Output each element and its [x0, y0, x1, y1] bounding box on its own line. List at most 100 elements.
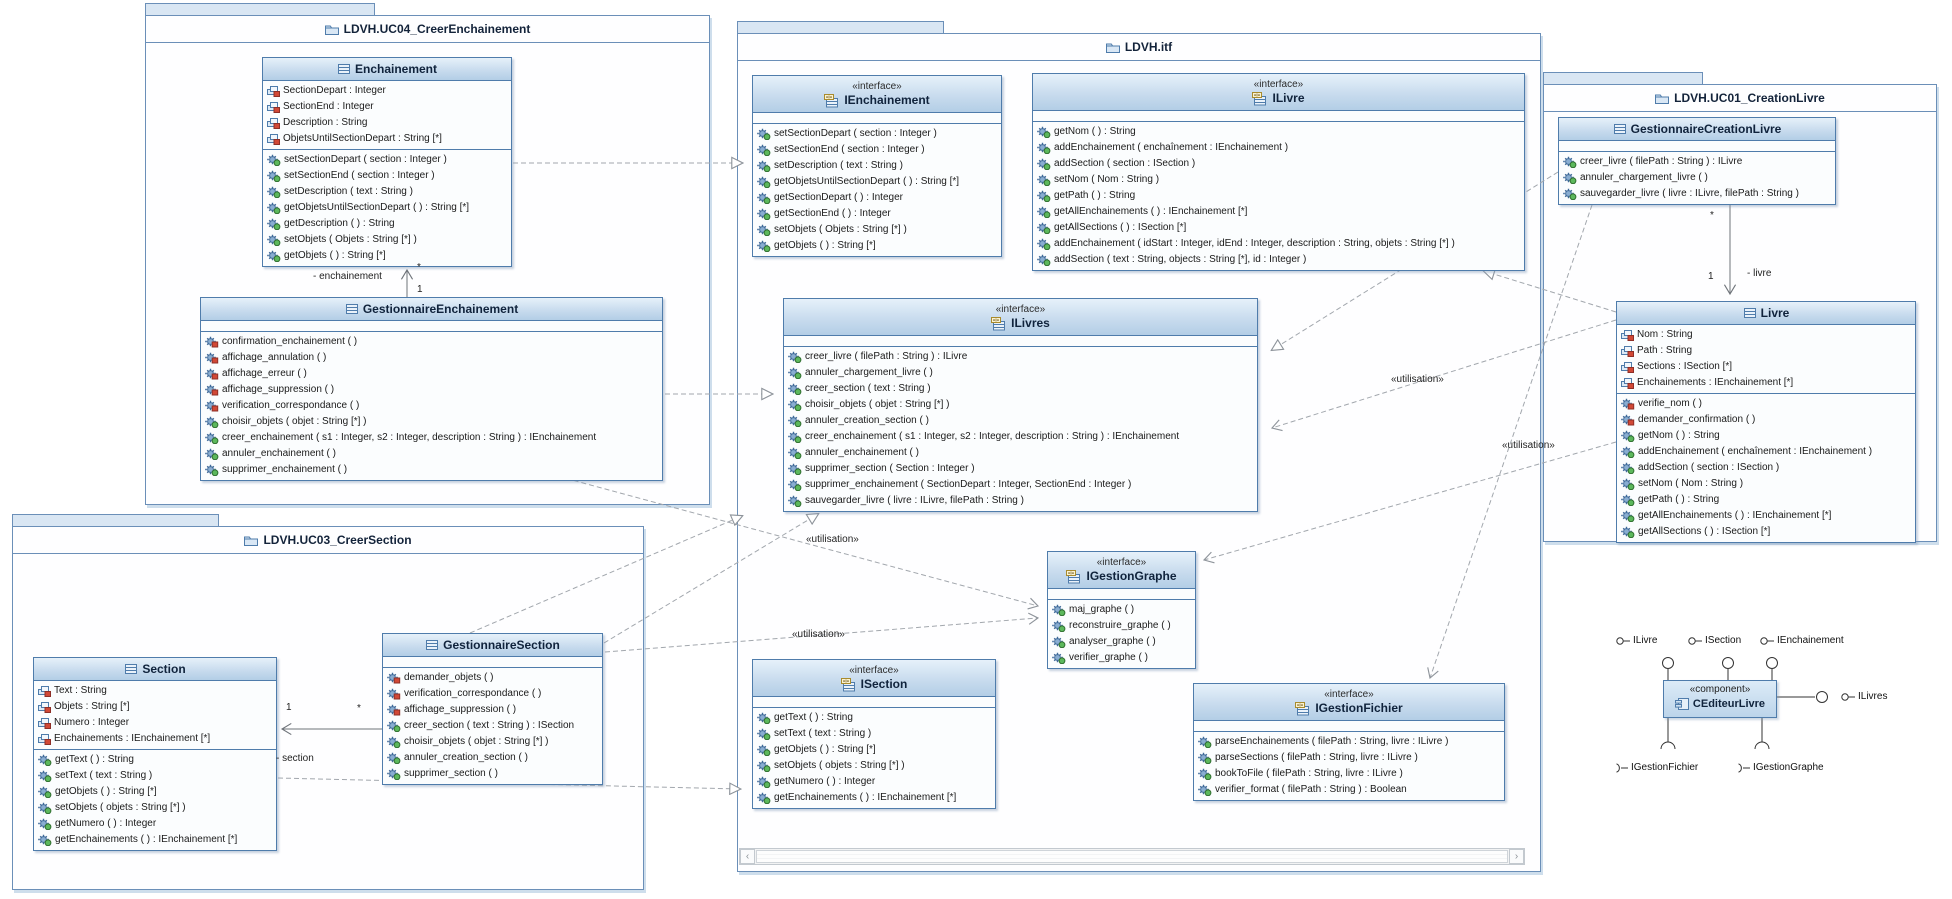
- interface-isection[interactable]: «interface»«I»ISection getText ( ) : Stri…: [752, 659, 996, 809]
- classifier-header[interactable]: «interface»«I»ILivre: [1033, 74, 1524, 110]
- method-row[interactable]: getAllEnchainements ( ) : IEnchainement …: [1617, 508, 1915, 524]
- scroll-thumb[interactable]: [756, 850, 1508, 863]
- method-row[interactable]: getPath ( ) : String: [1617, 492, 1915, 508]
- method-row[interactable]: setDescription ( text : String ): [753, 158, 1001, 174]
- method-row[interactable]: demander_confirmation ( ): [1617, 412, 1915, 428]
- attribute-row[interactable]: ObjetsUntilSectionDepart : String [*]: [263, 131, 511, 147]
- method-row[interactable]: annuler_chargement_livre ( ): [1559, 170, 1835, 186]
- method-row[interactable]: getEnchainements ( ) : IEnchainement [*]: [753, 790, 995, 806]
- method-row[interactable]: affichage_suppression ( ): [201, 382, 662, 398]
- livre-realizes-ilivre[interactable]: [1484, 271, 1617, 313]
- gestionnaire-section-uses-igestiongraphe[interactable]: [604, 612, 1040, 653]
- attribute-row[interactable]: Nom : String: [1617, 327, 1915, 343]
- gestionnaire-section-realizes-ilivres-b[interactable]: [603, 514, 818, 644]
- method-row[interactable]: getSectionDepart ( ) : Integer: [753, 190, 1001, 206]
- section-realizes-isection[interactable]: [277, 777, 740, 789]
- method-row[interactable]: setSectionEnd ( section : Integer ): [263, 168, 511, 184]
- method-row[interactable]: addSection ( text : String, objects : St…: [1033, 252, 1524, 268]
- classifier-header[interactable]: «interface»«I»IGestionGraphe: [1048, 552, 1195, 588]
- classifier-header[interactable]: «interface»«I»ISection: [753, 660, 995, 696]
- method-row[interactable]: setObjets ( objets : String [*] ): [34, 800, 276, 816]
- component-cediteurlivre[interactable]: «component»CEditeurLivre: [1663, 680, 1777, 718]
- method-row[interactable]: addEnchainement ( enchaînement : IEnchai…: [1617, 444, 1915, 460]
- method-row[interactable]: choisir_objets ( objet : String [*] ): [383, 734, 602, 750]
- package-tab-ldvh-itf[interactable]: [737, 21, 944, 33]
- package-tab-ldvh-uc04-creerenchainement[interactable]: [145, 3, 375, 15]
- method-row[interactable]: addEnchainement ( enchaînement : IEnchai…: [1033, 140, 1524, 156]
- required-interface-port[interactable]: [1754, 741, 1770, 750]
- method-row[interactable]: getObjets ( ) : String [*]: [263, 248, 511, 264]
- classifier-header[interactable]: «interface»«I»IGestionFichier: [1194, 684, 1504, 720]
- package-titlebar[interactable]: LDVH.UC03_CreerSection: [13, 527, 643, 554]
- required-interface-port[interactable]: [1660, 741, 1676, 750]
- livre-uses-igestiongraphe[interactable]: [1202, 441, 1617, 564]
- method-row[interactable]: bookToFile ( filePath : String, livre : …: [1194, 766, 1504, 782]
- method-row[interactable]: creer_livre ( filePath : String ) : ILiv…: [1559, 154, 1835, 170]
- method-row[interactable]: supprimer_section ( Section : Integer ): [784, 461, 1257, 477]
- attribute-row[interactable]: Path : String: [1617, 343, 1915, 359]
- method-row[interactable]: getText ( ) : String: [753, 710, 995, 726]
- method-row[interactable]: getSectionEnd ( ) : Integer: [753, 206, 1001, 222]
- attribute-row[interactable]: Sections : ISection [*]: [1617, 359, 1915, 375]
- package-tab-ldvh-uc01-creationlivre[interactable]: [1543, 72, 1703, 84]
- provided-interface-port[interactable]: [1722, 657, 1734, 669]
- method-row[interactable]: setNom ( Nom : String ): [1617, 476, 1915, 492]
- method-row[interactable]: annuler_creation_section ( ): [784, 413, 1257, 429]
- method-row[interactable]: analyser_graphe ( ): [1048, 634, 1195, 650]
- method-row[interactable]: setSectionDepart ( section : Integer ): [263, 152, 511, 168]
- method-row[interactable]: annuler_creation_section ( ): [383, 750, 602, 766]
- method-row[interactable]: getObjets ( ) : String [*]: [753, 742, 995, 758]
- attribute-row[interactable]: SectionDepart : Integer: [263, 83, 511, 99]
- attribute-row[interactable]: Numero : Integer: [34, 715, 276, 731]
- method-row[interactable]: verifier_format ( filePath : String ) : …: [1194, 782, 1504, 798]
- method-row[interactable]: setNom ( Nom : String ): [1033, 172, 1524, 188]
- method-row[interactable]: affichage_suppression ( ): [383, 702, 602, 718]
- package-titlebar[interactable]: LDVH.itf: [738, 34, 1540, 61]
- method-row[interactable]: parseEnchainements ( filePath : String, …: [1194, 734, 1504, 750]
- method-row[interactable]: supprimer_enchainement ( ): [201, 462, 662, 478]
- method-row[interactable]: getPath ( ) : String: [1033, 188, 1524, 204]
- method-row[interactable]: sauvegarder_livre ( livre : ILivre, file…: [784, 493, 1257, 509]
- livre-uses-ilivres[interactable]: [1270, 319, 1617, 432]
- method-row[interactable]: setText ( text : String ): [34, 768, 276, 784]
- classifier-header[interactable]: «interface»«I»IEnchainement: [753, 76, 1001, 112]
- method-row[interactable]: reconstruire_graphe ( ): [1048, 618, 1195, 634]
- package-titlebar[interactable]: LDVH.UC04_CreerEnchainement: [146, 16, 709, 43]
- method-row[interactable]: getObjetsUntilSectionDepart ( ) : String…: [753, 174, 1001, 190]
- method-row[interactable]: demander_objets ( ): [383, 670, 602, 686]
- method-row[interactable]: verifie_nom ( ): [1617, 396, 1915, 412]
- method-row[interactable]: getAllEnchainements ( ) : IEnchainement …: [1033, 204, 1524, 220]
- method-row[interactable]: creer_livre ( filePath : String ) : ILiv…: [784, 349, 1257, 365]
- method-row[interactable]: setObjets ( objets : String [*] ): [753, 758, 995, 774]
- method-row[interactable]: choisir_objets ( objet : String [*] ): [784, 397, 1257, 413]
- method-row[interactable]: supprimer_enchainement ( SectionDepart :…: [784, 477, 1257, 493]
- provided-interface-port[interactable]: [1766, 657, 1778, 669]
- method-row[interactable]: getNumero ( ) : Integer: [753, 774, 995, 790]
- h-scrollbar[interactable]: ‹›: [739, 848, 1525, 865]
- method-row[interactable]: choisir_objets ( objet : String [*] ): [201, 414, 662, 430]
- classifier-header[interactable]: GestionnaireSection: [383, 634, 602, 656]
- method-row[interactable]: affichage_erreur ( ): [201, 366, 662, 382]
- gestionnaire-creation-livre-uses-igestionfichier[interactable]: [1427, 204, 1593, 680]
- method-row[interactable]: getObjets ( ) : String [*]: [753, 238, 1001, 254]
- package-titlebar[interactable]: LDVH.UC01_CreationLivre: [1544, 85, 1936, 112]
- classifier-header[interactable]: Section: [34, 658, 276, 680]
- method-row[interactable]: verification_correspondance ( ): [201, 398, 662, 414]
- attribute-row[interactable]: SectionEnd : Integer: [263, 99, 511, 115]
- method-row[interactable]: addEnchainement ( idStart : Integer, idE…: [1033, 236, 1524, 252]
- method-row[interactable]: annuler_enchainement ( ): [784, 445, 1257, 461]
- method-row[interactable]: creer_enchainement ( s1 : Integer, s2 : …: [201, 430, 662, 446]
- method-row[interactable]: supprimer_section ( ): [383, 766, 602, 782]
- method-row[interactable]: annuler_chargement_livre ( ): [784, 365, 1257, 381]
- attribute-row[interactable]: Enchainements : IEnchainement [*]: [34, 731, 276, 747]
- classifier-header[interactable]: GestionnaireEnchainement: [201, 298, 662, 320]
- interface-igestionfichier[interactable]: «interface»«I»IGestionFichier parseEnchai…: [1193, 683, 1505, 801]
